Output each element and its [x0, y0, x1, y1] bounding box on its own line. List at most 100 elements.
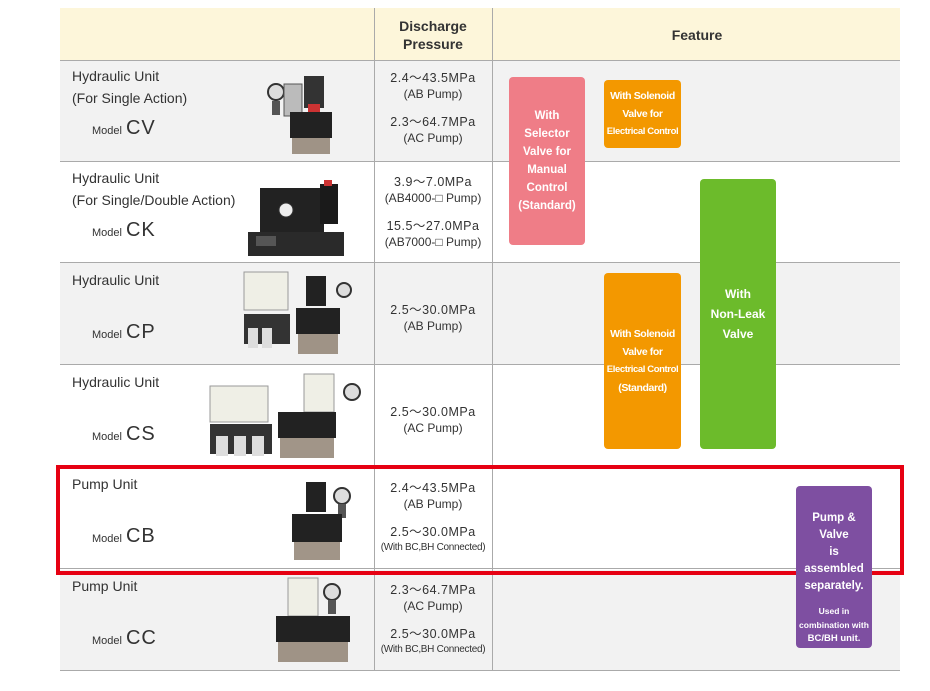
unit-name: Hydraulic Unit	[72, 371, 159, 393]
pump-note: (AB4000-□ Pump)	[384, 191, 482, 205]
pressure-value: 2.5〜30.0MPa	[390, 627, 476, 641]
pressure-value: 2.5〜30.0MPa	[390, 525, 476, 539]
pump-note: (AC Pump)	[403, 599, 463, 613]
model-code: CK	[125, 219, 156, 241]
model-code: CP	[125, 321, 156, 343]
feature-text: (Standard)	[518, 200, 576, 212]
pressure-column-header: Discharge Pressure	[376, 17, 490, 53]
unit-name: Hydraulic Unit (For Single Action)	[72, 65, 187, 109]
feature-subtext: Used in	[818, 606, 850, 616]
feature-text: Electrical Control	[606, 364, 679, 375]
pressure-cell: 3.9〜7.0MPa (AB4000-□ Pump) 15.5〜27.0MPa …	[376, 174, 490, 250]
feature-text: Pump & Valve	[812, 512, 856, 541]
model-word: Model	[92, 227, 122, 239]
unit-name-line: (For Single/Double Action)	[72, 192, 236, 208]
pressure-cell: 2.4〜43.5MPa (AB Pump) 2.5〜30.0MPa (With …	[376, 480, 490, 556]
unit-name-line: Hydraulic Unit	[72, 68, 160, 84]
row-band-cc	[60, 570, 900, 671]
feature-text: separately.	[804, 580, 864, 592]
unit-name: Pump Unit	[72, 473, 137, 495]
cp-unit-image	[243, 271, 352, 354]
feature-subtext: BC/BH unit.	[807, 633, 861, 644]
model-code: CS	[125, 423, 156, 445]
pressure-cell: 2.5〜30.0MPa (AC Pump)	[376, 404, 490, 436]
unit-name-line: Hydraulic Unit	[72, 170, 160, 186]
feature-text: Manual	[527, 164, 567, 176]
pressure-cell: 2.5〜30.0MPa (AB Pump)	[376, 302, 490, 334]
row-band-cv	[60, 60, 900, 162]
pressure-header-line2: Pressure	[403, 36, 463, 52]
pressure-value: 2.5〜30.0MPa	[390, 405, 476, 419]
pressure-value: 3.9〜7.0MPa	[394, 175, 472, 189]
model-word: Model	[92, 125, 122, 137]
pressure-value: 2.5〜30.0MPa	[390, 303, 476, 317]
row-divider	[60, 364, 900, 365]
pressure-value: 2.4〜43.5MPa	[390, 481, 476, 495]
feature-subtext: combination with	[799, 620, 869, 630]
feature-text: is assembled	[804, 546, 864, 575]
pump-note: (AB7000-□ Pump)	[384, 235, 482, 249]
row-divider	[60, 262, 900, 263]
model-word: Model	[92, 533, 122, 545]
unit-name-line: Pump Unit	[72, 578, 138, 594]
pressure-value: 2.3〜64.7MPa	[390, 583, 476, 597]
feature-text: Valve for	[523, 146, 571, 158]
ck-unit-image	[248, 180, 344, 256]
pressure-header-line1: Discharge	[399, 18, 467, 34]
feature-column-header: Feature	[671, 27, 723, 43]
cb-unit-image	[292, 482, 351, 560]
pump-note: (AB Pump)	[403, 319, 463, 333]
unit-name: Hydraulic Unit	[72, 269, 159, 291]
model-word: Model	[92, 329, 122, 341]
pump-note: (With BC,BH Connected)	[380, 542, 486, 553]
model-code: CB	[125, 525, 156, 547]
unit-name-line: Pump Unit	[72, 476, 138, 492]
pressure-cell: 2.4〜43.5MPa (AB Pump) 2.3〜64.7MPa (AC Pu…	[376, 70, 490, 146]
feature-text: Valve	[722, 327, 754, 341]
model-code: CV	[125, 117, 156, 139]
feature-text: With Solenoid	[610, 90, 675, 102]
feature-text: With Selector	[524, 110, 570, 140]
column-divider-2	[492, 8, 493, 671]
feature-non-leak-valve: With Non-Leak Valve	[700, 179, 776, 449]
pump-note: (AC Pump)	[403, 421, 463, 435]
unit-name-line: Hydraulic Unit	[72, 272, 160, 288]
row-divider	[60, 670, 900, 671]
unit-name: Pump Unit	[72, 575, 137, 597]
pump-note: (AB Pump)	[403, 87, 463, 101]
feature-selector-valve: With Selector Valve for Manual Control (…	[509, 77, 585, 245]
model-code: CC	[125, 627, 157, 649]
feature-text: Non-Leak	[710, 307, 766, 321]
pressure-value: 15.5〜27.0MPa	[386, 219, 480, 233]
row-divider	[60, 161, 900, 162]
pressure-value: 2.4〜43.5MPa	[390, 71, 476, 85]
feature-text: With Solenoid	[610, 328, 675, 340]
row-divider	[60, 60, 900, 61]
row-divider	[60, 568, 900, 569]
pressure-cell: 2.3〜64.7MPa (AC Pump) 2.5〜30.0MPa (With …	[376, 582, 490, 658]
feature-text: Valve for	[622, 346, 663, 358]
column-divider-1	[374, 8, 375, 671]
cv-unit-image	[267, 76, 332, 154]
model-word: Model	[92, 635, 122, 647]
feature-pump-valve-separate: Pump & Valve is assembled separately. Us…	[796, 486, 872, 648]
pressure-value: 2.3〜64.7MPa	[390, 115, 476, 129]
feature-text: Valve for	[622, 108, 663, 120]
model-word: Model	[92, 431, 122, 443]
feature-text: Electrical Control	[606, 126, 679, 137]
row-divider	[60, 466, 900, 467]
pump-note: (With BC,BH Connected)	[380, 644, 486, 655]
header-band	[60, 8, 900, 60]
pump-note: (AB Pump)	[403, 497, 463, 511]
feature-text: (Standard)	[618, 382, 667, 394]
feature-solenoid-valve-standard: With Solenoid Valve for Electrical Contr…	[604, 273, 681, 449]
feature-text: Control	[526, 182, 568, 194]
unit-name-line: Hydraulic Unit	[72, 374, 160, 390]
cs-unit-image	[209, 373, 361, 458]
